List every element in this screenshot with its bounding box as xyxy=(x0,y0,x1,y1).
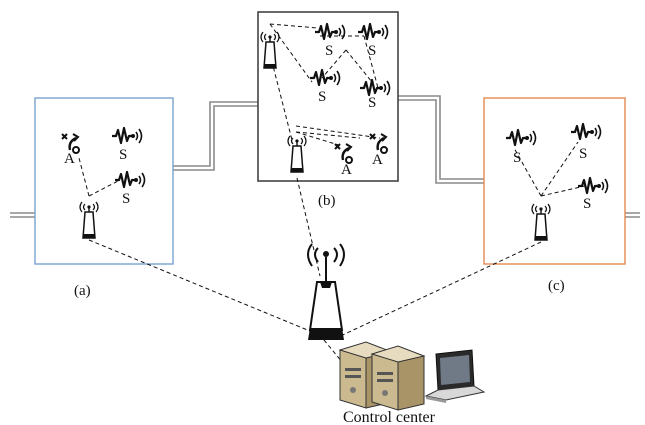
sensor-label: S xyxy=(513,150,521,166)
sensor-label: S xyxy=(368,95,376,111)
actuator-label: A xyxy=(64,151,75,167)
sensor-label: S xyxy=(579,146,587,162)
actuator-label: A xyxy=(372,152,383,168)
sensor-label: S xyxy=(122,191,130,207)
panel-label-c: (c) xyxy=(548,278,565,294)
region-box-c xyxy=(483,97,626,265)
panel-label-b: (b) xyxy=(318,193,336,209)
control-center-label: Control center xyxy=(343,409,436,425)
panel-label-a: (a) xyxy=(74,283,91,299)
actuator-label: A xyxy=(341,162,352,178)
main-antenna-icon xyxy=(307,243,345,340)
pipe-network xyxy=(10,95,640,218)
server-icon xyxy=(370,345,426,411)
region-box-a xyxy=(34,97,174,265)
sensor-label: S xyxy=(583,196,591,212)
sensor-label: S xyxy=(318,89,326,105)
laptop-icon xyxy=(424,349,486,403)
sensor-label: S xyxy=(119,147,127,163)
sensor-label: S xyxy=(368,43,376,59)
sensor-label: S xyxy=(325,43,333,59)
